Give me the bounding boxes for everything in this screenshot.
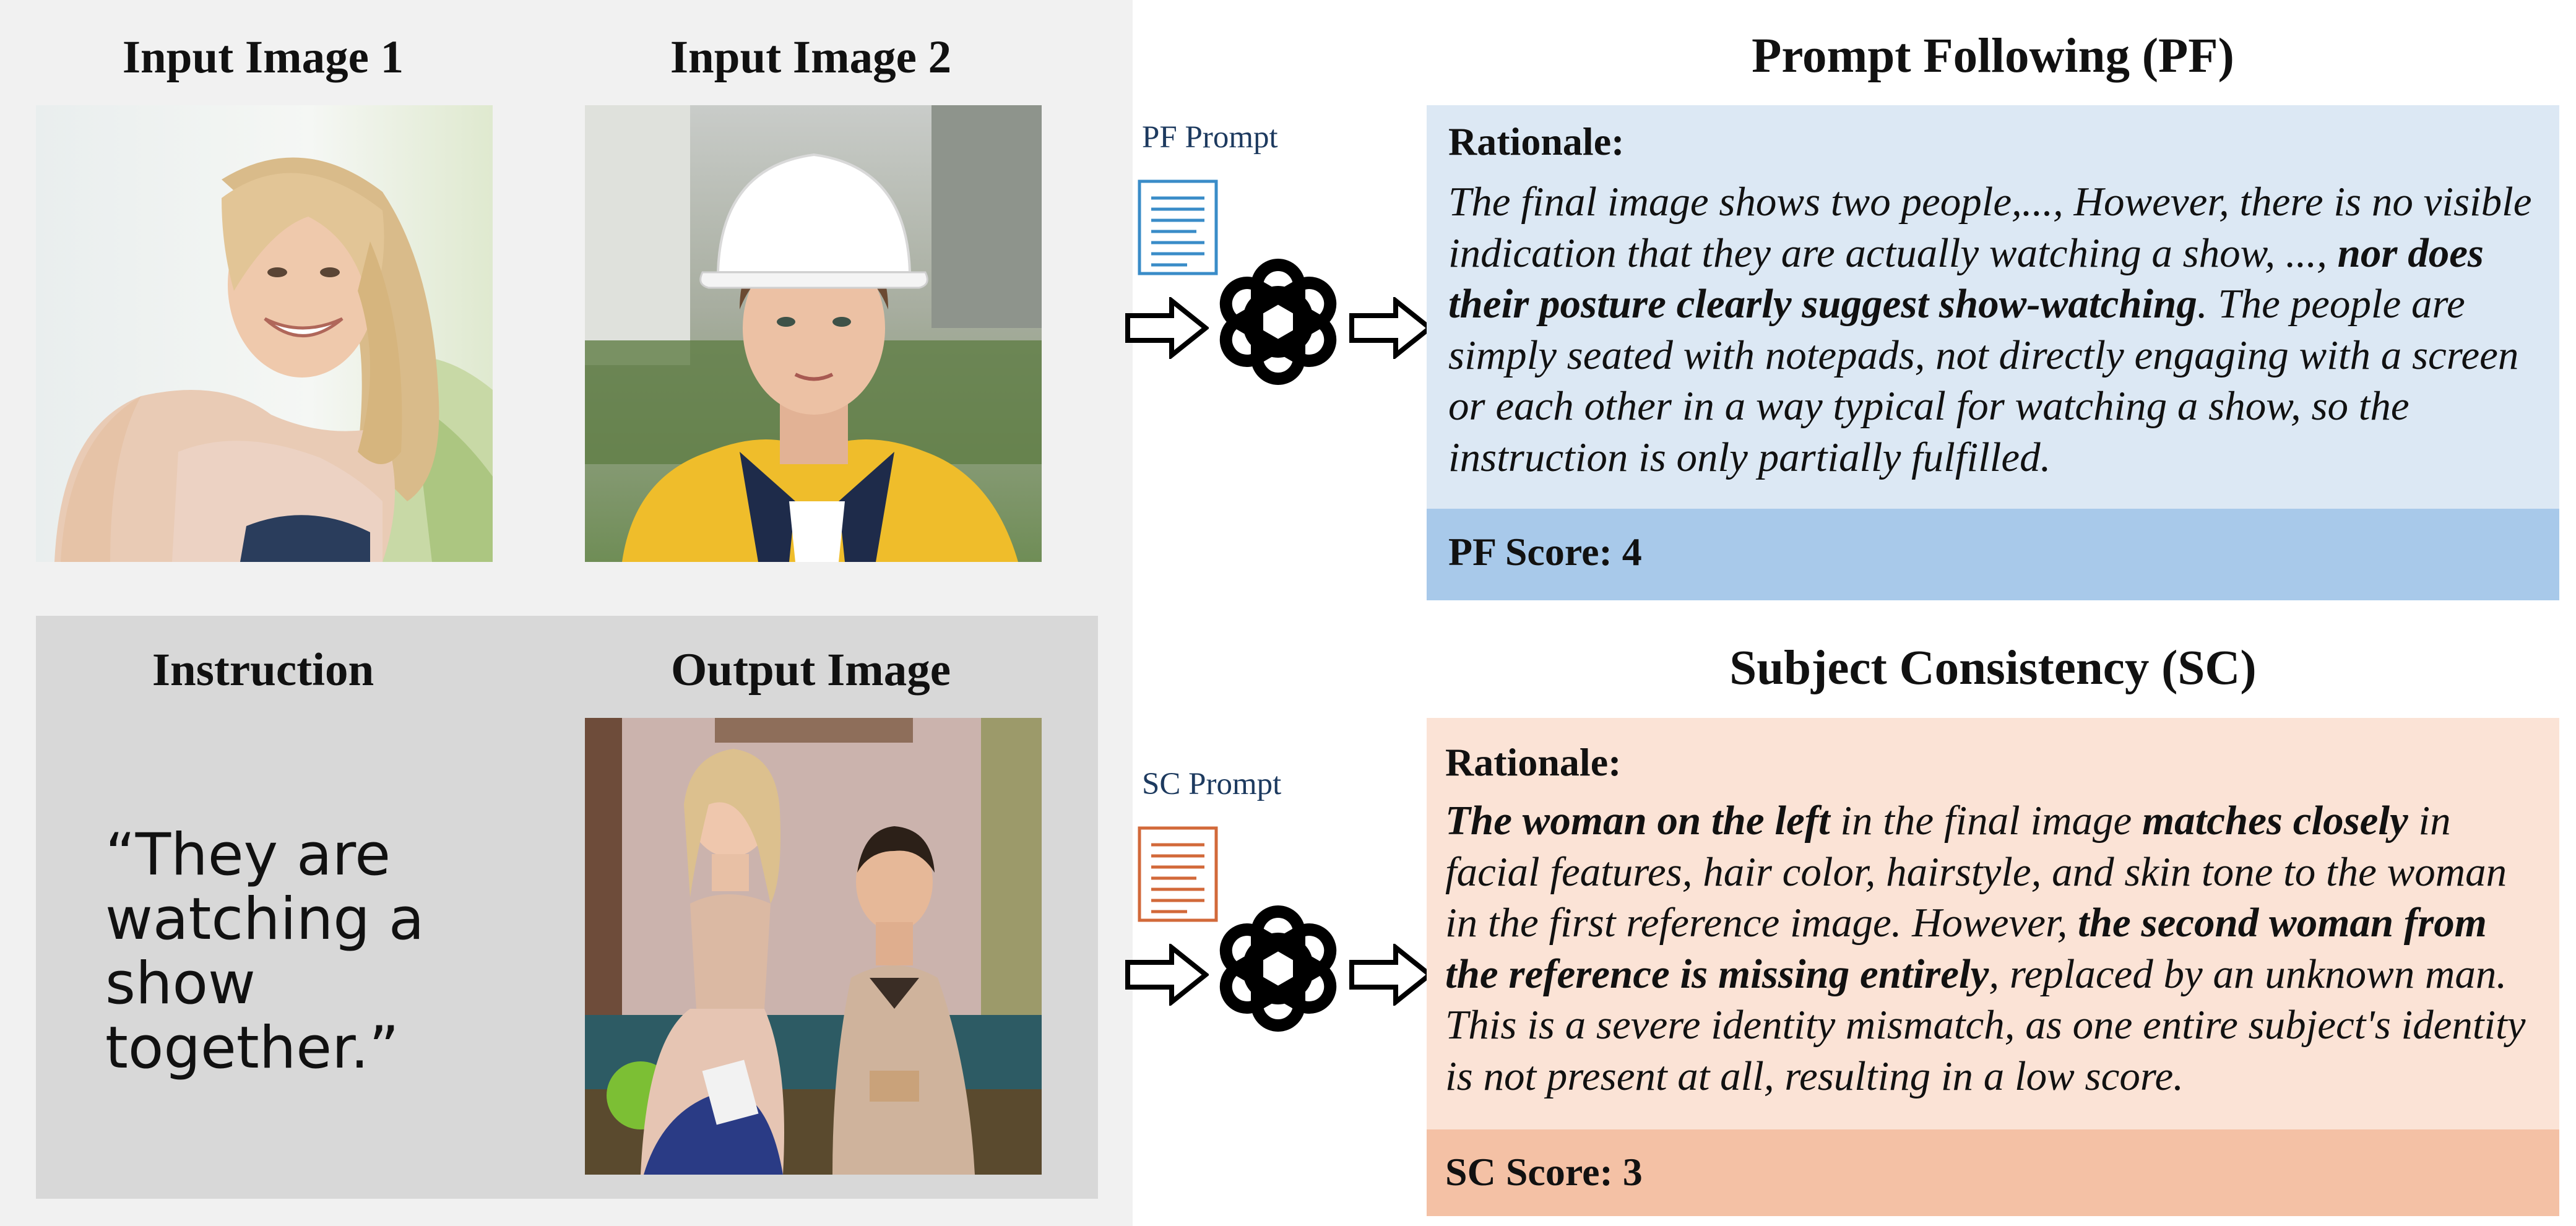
pf-openai-logo-icon [1210, 254, 1346, 393]
output-image [585, 718, 1042, 1175]
sc-rationale-segment: the second woman from the reference is m… [1445, 900, 2487, 997]
pf-document-icon [1138, 179, 1218, 278]
pf-score: PF Score: 4 [1448, 530, 1642, 574]
instruction-title: Instruction [152, 644, 374, 696]
input-image-1 [36, 105, 493, 562]
sc-input-arrow-icon [1125, 942, 1210, 1009]
input-image-1-title: Input Image 1 [122, 32, 404, 83]
instruction-text: “They are watching a show together.” [105, 821, 425, 1082]
sc-panel-title: Subject Consistency (SC) [1729, 641, 2257, 695]
sc-rationale-segment: matches closely [2142, 798, 2408, 844]
sc-rationale-box [1427, 718, 2559, 1129]
sc-prompt-label: SC Prompt [1142, 767, 1282, 801]
pf-input-arrow-icon [1125, 295, 1210, 362]
sc-rationale-segment: The woman on the left [1445, 798, 1830, 844]
sc-rationale-segment: in the final image [1830, 798, 2142, 844]
sc-output-arrow-icon [1349, 942, 1434, 1009]
sc-rationale-segment: , replaced by an unknown man. This is a … [1445, 951, 2526, 1099]
pf-rationale-box [1427, 105, 2559, 509]
pf-prompt-label: PF Prompt [1142, 120, 1278, 155]
sc-rationale-segment: in facial features, hair color, hairstyl… [1445, 798, 2507, 946]
sc-rationale-label: Rationale: [1445, 740, 1622, 784]
pf-rationale-segment: The final image shows two people,..., Ho… [1448, 179, 2532, 276]
pf-rationale-segment: nor does their posture clearly suggest s… [1448, 230, 2484, 327]
pf-rationale-label: Rationale: [1448, 119, 1625, 163]
sc-score-bar [1427, 1129, 2559, 1216]
pf-rationale-text: The final image shows two people,..., Ho… [1448, 176, 2541, 483]
pf-score-bar [1427, 509, 2559, 600]
sc-document-icon [1138, 826, 1218, 925]
sc-score: SC Score: 3 [1445, 1150, 1643, 1194]
sc-openai-logo-icon [1210, 900, 1346, 1040]
sc-rationale-text: The woman on the left in the final image… [1445, 795, 2544, 1102]
pf-panel-title: Prompt Following (PF) [1752, 29, 2234, 83]
input-image-2 [585, 105, 1042, 562]
input-image-2-title: Input Image 2 [670, 32, 952, 83]
pf-output-arrow-icon [1349, 295, 1434, 362]
output-image-title: Output Image [670, 644, 951, 696]
pf-rationale-segment: . The people are simply seated with note… [1448, 281, 2519, 480]
